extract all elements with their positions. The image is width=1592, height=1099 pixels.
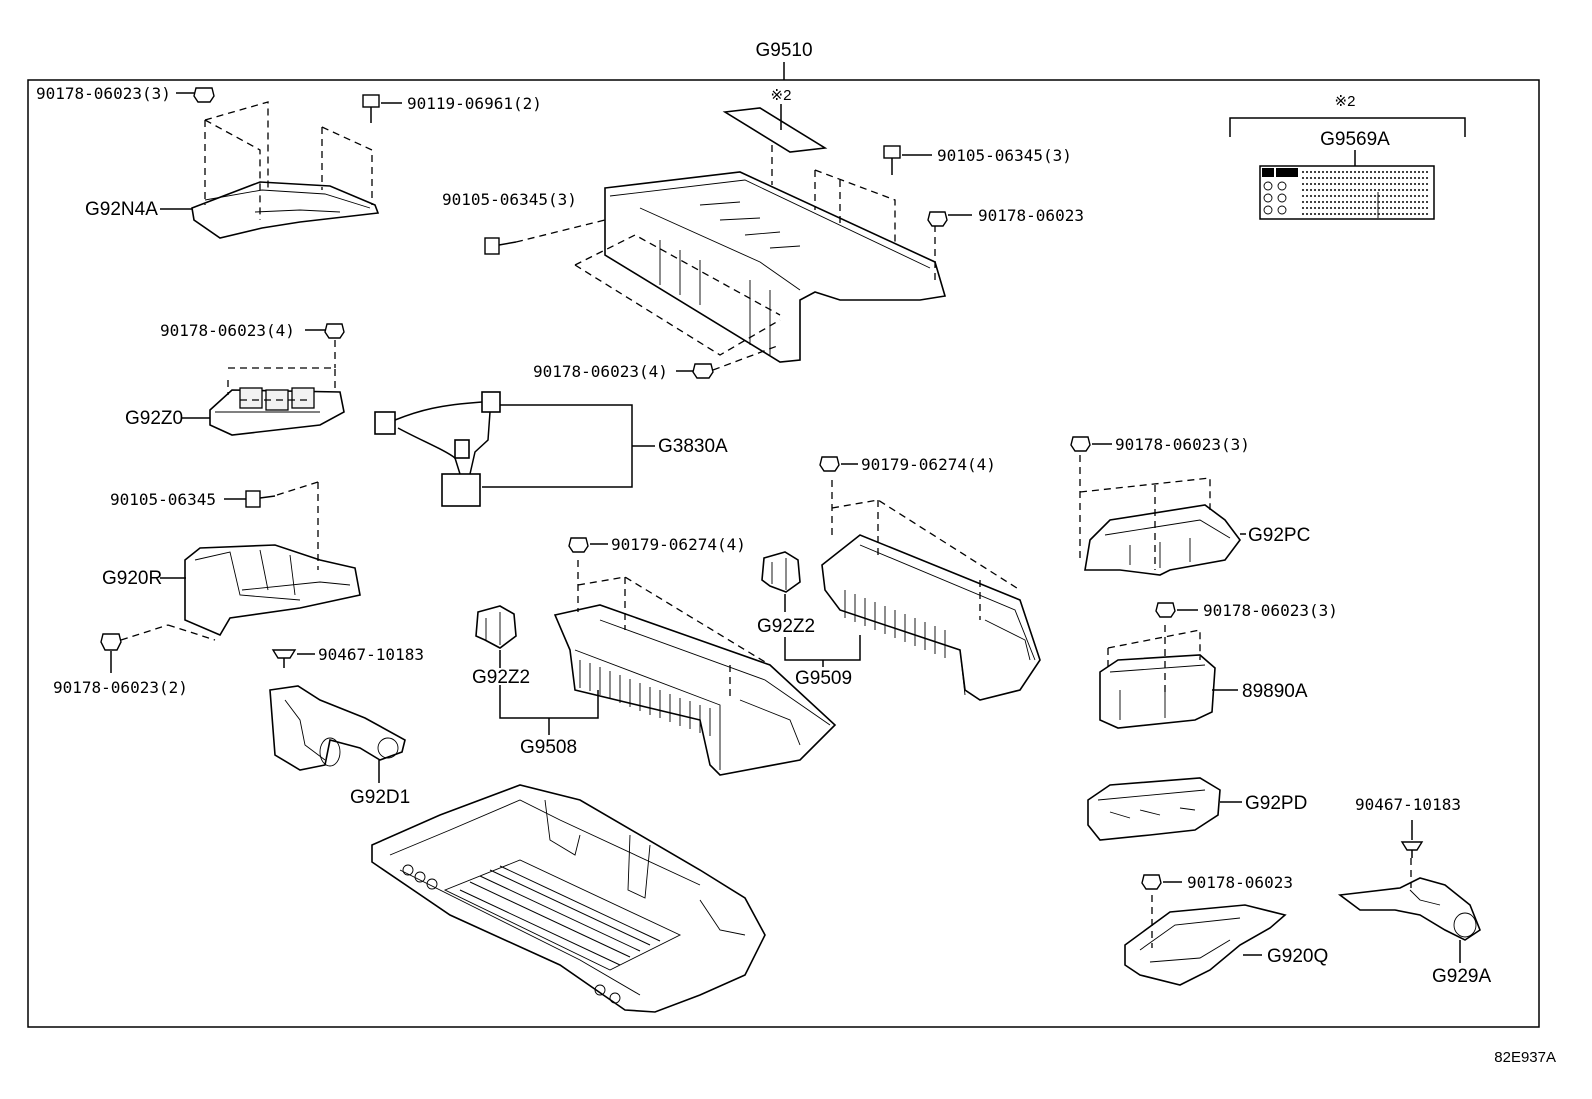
nut-icon: [927, 211, 948, 227]
part-g920q[interactable]: [1124, 895, 1287, 986]
label-f7[interactable]: 90178-06023(4): [533, 362, 668, 381]
label-f6[interactable]: 90178-06023(4): [160, 321, 295, 340]
label-f13[interactable]: 90178-06023(3): [1115, 435, 1250, 454]
part-g92d1[interactable]: [269, 685, 406, 771]
part-g92pc[interactable]: [1079, 455, 1241, 576]
part-g92z2-left[interactable]: [475, 605, 517, 649]
label-g92z0[interactable]: G92Z0: [125, 408, 183, 429]
label-g920q[interactable]: G920Q: [1267, 946, 1328, 967]
label-f11[interactable]: 90179-06274(4): [611, 535, 746, 554]
part-g92z0[interactable]: [209, 367, 345, 436]
part-g3830a[interactable]: [374, 391, 501, 507]
nut-icon: [1141, 874, 1162, 890]
part-g92n4a[interactable]: [191, 101, 380, 239]
label-g920r[interactable]: G920R: [102, 568, 162, 589]
label-f15[interactable]: 90467-10183: [1355, 795, 1461, 814]
part-lower-tray[interactable]: [371, 784, 766, 1013]
nut-icon: [193, 87, 215, 103]
label-f5[interactable]: 90178-06023: [978, 206, 1084, 225]
part-upper-cover[interactable]: [574, 145, 947, 363]
label-g92pc[interactable]: G92PC: [1248, 525, 1310, 546]
label-g9509[interactable]: G9509: [795, 668, 852, 689]
part-g92z2-right[interactable]: [761, 551, 801, 593]
label-g92pd[interactable]: G92PD: [1245, 793, 1307, 814]
nut-icon: [324, 323, 345, 339]
label-f14[interactable]: 90178-06023(3): [1203, 601, 1338, 620]
bolt-icon: [484, 237, 517, 255]
part-g92pd[interactable]: [1087, 777, 1221, 841]
label-89890a[interactable]: 89890A: [1242, 681, 1308, 702]
label-g9569a[interactable]: G9569A: [1320, 129, 1390, 150]
label-g92d1[interactable]: G92D1: [350, 787, 410, 808]
nut-icon: [568, 537, 589, 553]
part-g929a[interactable]: [1337, 858, 1481, 941]
part-g9508[interactable]: [553, 560, 837, 776]
bolt-icon: [245, 490, 276, 508]
drawing-id: 82E937A: [1494, 1049, 1556, 1066]
label-f3[interactable]: 90105-06345(3): [442, 190, 577, 209]
note-mark-top: ※2: [771, 87, 792, 104]
label-g92z2-left[interactable]: G92Z2: [472, 667, 530, 688]
label-f2[interactable]: 90119-06961(2): [407, 94, 542, 113]
label-g92z2-right[interactable]: G92Z2: [757, 616, 815, 637]
part-g920r[interactable]: [167, 482, 361, 641]
part-g9509[interactable]: [821, 480, 1041, 701]
label-f16[interactable]: 90178-06023: [1187, 873, 1293, 892]
label-g9508[interactable]: G9508: [520, 737, 577, 758]
assembly-label[interactable]: G9510: [755, 40, 812, 61]
bolt-icon: [883, 145, 901, 175]
caution-label-icon: [1259, 165, 1435, 220]
label-f10[interactable]: 90467-10183: [318, 645, 424, 664]
nut-icon: [1070, 436, 1091, 452]
clip-icon: [271, 649, 297, 668]
label-g92n4a[interactable]: G92N4A: [85, 199, 158, 220]
label-f4[interactable]: 90105-06345(3): [937, 146, 1072, 165]
nut-icon: [1155, 602, 1176, 618]
label-g929a[interactable]: G929A: [1432, 966, 1491, 987]
bolt-icon: [362, 94, 380, 123]
nut-icon: [100, 633, 122, 651]
nut-icon: [819, 456, 840, 472]
nut-icon: [692, 363, 714, 379]
note-mark-label: ※2: [1335, 93, 1356, 110]
part-89890a[interactable]: [1099, 625, 1216, 729]
label-f12[interactable]: 90179-06274(4): [861, 455, 996, 474]
label-f9[interactable]: 90178-06023(2): [53, 678, 188, 697]
label-f8[interactable]: 90105-06345: [110, 490, 216, 509]
clip-icon: [1400, 841, 1424, 858]
part-label-sheet[interactable]: [722, 107, 828, 153]
label-g3830a[interactable]: G3830A: [658, 436, 728, 457]
label-f1[interactable]: 90178-06023(3): [36, 84, 171, 103]
